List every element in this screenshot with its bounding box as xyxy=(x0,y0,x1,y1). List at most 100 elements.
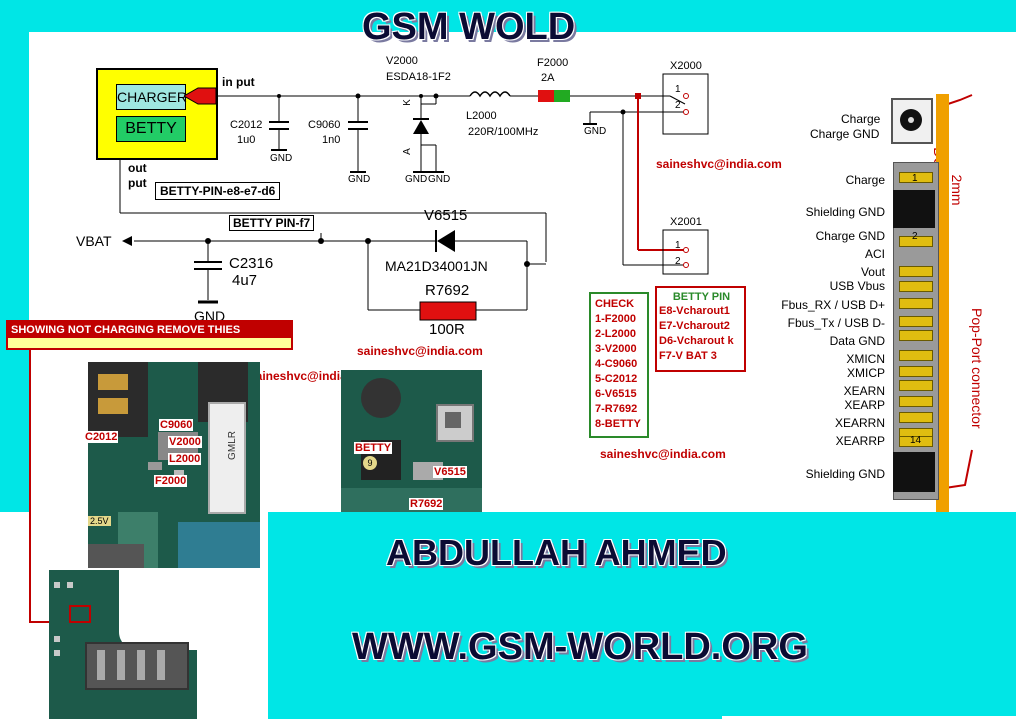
popport-pin-number: 2 xyxy=(912,231,918,242)
x2000-pin1: 1 xyxy=(675,84,681,95)
x2001-box xyxy=(662,229,709,275)
check-item: 3-V2000 xyxy=(595,343,637,355)
gnd-label-2: GND xyxy=(348,174,371,185)
popport-pin-number: 1 xyxy=(912,173,918,184)
popport-pin xyxy=(899,266,933,277)
email-label-2: saineshvc@india.com xyxy=(357,344,483,358)
charger-betty-block xyxy=(96,68,218,160)
c2012-ref: C2012 xyxy=(230,119,263,131)
popport-pin-label: Charge xyxy=(845,173,885,187)
popport-shield-block xyxy=(893,190,935,228)
popport-pin xyxy=(899,316,933,327)
check-item: 2-L2000 xyxy=(595,328,636,340)
vbat-label: VBAT xyxy=(76,233,112,249)
f2000-value: 2A xyxy=(541,72,555,84)
pcb-photo-2: 9 xyxy=(341,370,482,512)
v2000-k: K xyxy=(401,99,413,106)
red-junction xyxy=(635,93,641,99)
popport-pin-label: Shielding GND xyxy=(805,205,885,219)
betty-pin-item: F7-V BAT 3 xyxy=(659,350,717,362)
popport-pin xyxy=(899,396,933,407)
popport-pin-label: XEARN xyxy=(843,384,885,398)
dc-pin-charge: Charge xyxy=(841,112,881,126)
photo1-label-f2000: F2000 xyxy=(154,475,188,487)
popport-pin-label: Fbus_RX / USB D+ xyxy=(781,298,885,312)
photo2-label-betty: BETTY xyxy=(354,442,393,454)
l2000-ref: L2000 xyxy=(466,110,497,122)
v2000-diode-symbol xyxy=(413,120,429,134)
popport-connector-label: Pop-Port connector xyxy=(969,308,985,429)
popport-pin-label: USB Vbus xyxy=(829,279,885,293)
v6515-part: MA21D34001JN xyxy=(385,258,488,274)
r7692-ref: R7692 xyxy=(425,282,470,299)
popport-pin-label: Shielding GND xyxy=(805,467,885,481)
popport-pin xyxy=(899,172,933,183)
popport-pin-label: XEARRP xyxy=(835,434,885,448)
popport-pin-label: Charge GND xyxy=(815,229,885,243)
photo1-chip-text: GMLR xyxy=(226,431,238,460)
popport-pin-number: 14 xyxy=(910,435,922,446)
gnd-label-5: GND xyxy=(584,126,607,137)
l2000-value: 220R/100MHz xyxy=(468,126,539,138)
popport-pin xyxy=(899,350,933,361)
c2316-ref: C2316 xyxy=(229,255,274,272)
gnd-label-1: GND xyxy=(270,153,293,164)
email-label-4: saineshvc@india.com xyxy=(600,447,726,461)
check-item: 7-R7692 xyxy=(595,403,638,415)
popport-pin xyxy=(899,412,933,423)
betty-pin-f7-label: BETTY PIN-f7 xyxy=(229,215,315,231)
popport-pin-label: XMICP xyxy=(846,366,885,380)
betty-pin-item: E7-Vcharout2 xyxy=(659,320,730,332)
charger-label: CHARGER xyxy=(116,84,187,110)
photo1-label-c9060: C9060 xyxy=(159,419,194,431)
r7692-resistor xyxy=(419,301,477,321)
connector-orange-bar xyxy=(936,94,949,512)
pcb-photo-3 xyxy=(49,570,197,719)
check-item: 6-V6515 xyxy=(595,388,637,400)
f2000-fuse-green xyxy=(554,90,570,102)
popport-pin-label: Vout xyxy=(860,265,885,279)
v2000-a: A xyxy=(401,148,413,155)
betty-label: BETTY xyxy=(116,116,186,142)
gnd-label-4: GND xyxy=(428,174,451,185)
popport-pin xyxy=(899,298,933,309)
output-label: out put xyxy=(128,161,147,190)
photo2-label-r7692: R7692 xyxy=(409,498,444,510)
dc-pointer-line xyxy=(944,94,973,106)
c2012-value: 1u0 xyxy=(237,134,256,146)
bottom-edge-strip xyxy=(722,716,1016,719)
c9060-value: 1n0 xyxy=(322,134,341,146)
l2000-inductor-symbol xyxy=(469,91,511,98)
photo1-label-v2000: V2000 xyxy=(168,436,202,448)
x2001-pin2: 2 xyxy=(675,256,681,267)
f2000-ref: F2000 xyxy=(537,57,569,69)
popport-pin xyxy=(899,366,933,377)
warning-text: SHOWING NOT CHARGING REMOVE THIES xyxy=(8,322,291,338)
betty-pins-e8-label: BETTY-PIN-e8-e7-d6 xyxy=(155,182,281,200)
footer-website: WWW.GSM-WORLD.ORG xyxy=(352,626,808,668)
popport-pin xyxy=(899,281,933,292)
v6515-ref: V6515 xyxy=(424,207,468,224)
page-title: GSM WOLD xyxy=(362,6,576,48)
popport-pin-label: XEARP xyxy=(844,398,885,412)
photo1-label-c2012: C2012 xyxy=(84,431,119,443)
popport-pointer-line xyxy=(944,449,973,489)
x2000-ref: X2000 xyxy=(670,60,702,72)
v2000-part: ESDA18-1F2 xyxy=(386,71,451,83)
c2316-value: 4u7 xyxy=(232,272,258,289)
photo1-label-l2000: L2000 xyxy=(168,453,202,465)
popport-pin xyxy=(899,236,933,247)
f2000-fuse-red xyxy=(538,90,554,102)
popport-pin xyxy=(899,330,933,341)
check-item: 4-C9060 xyxy=(595,358,638,370)
warning-banner: SHOWING NOT CHARGING REMOVE THIES xyxy=(6,320,293,350)
vbat-arrow-icon xyxy=(122,236,132,246)
gnd-label-3: GND xyxy=(405,174,428,185)
email-label-1: saineshvc@india.com xyxy=(656,157,782,171)
check-item: 8-BETTY xyxy=(595,418,641,430)
x2001-ref: X2001 xyxy=(670,216,702,228)
x2001-pin1: 1 xyxy=(675,240,681,251)
c9060-ref: C9060 xyxy=(308,119,341,131)
x2000-box xyxy=(662,73,709,135)
